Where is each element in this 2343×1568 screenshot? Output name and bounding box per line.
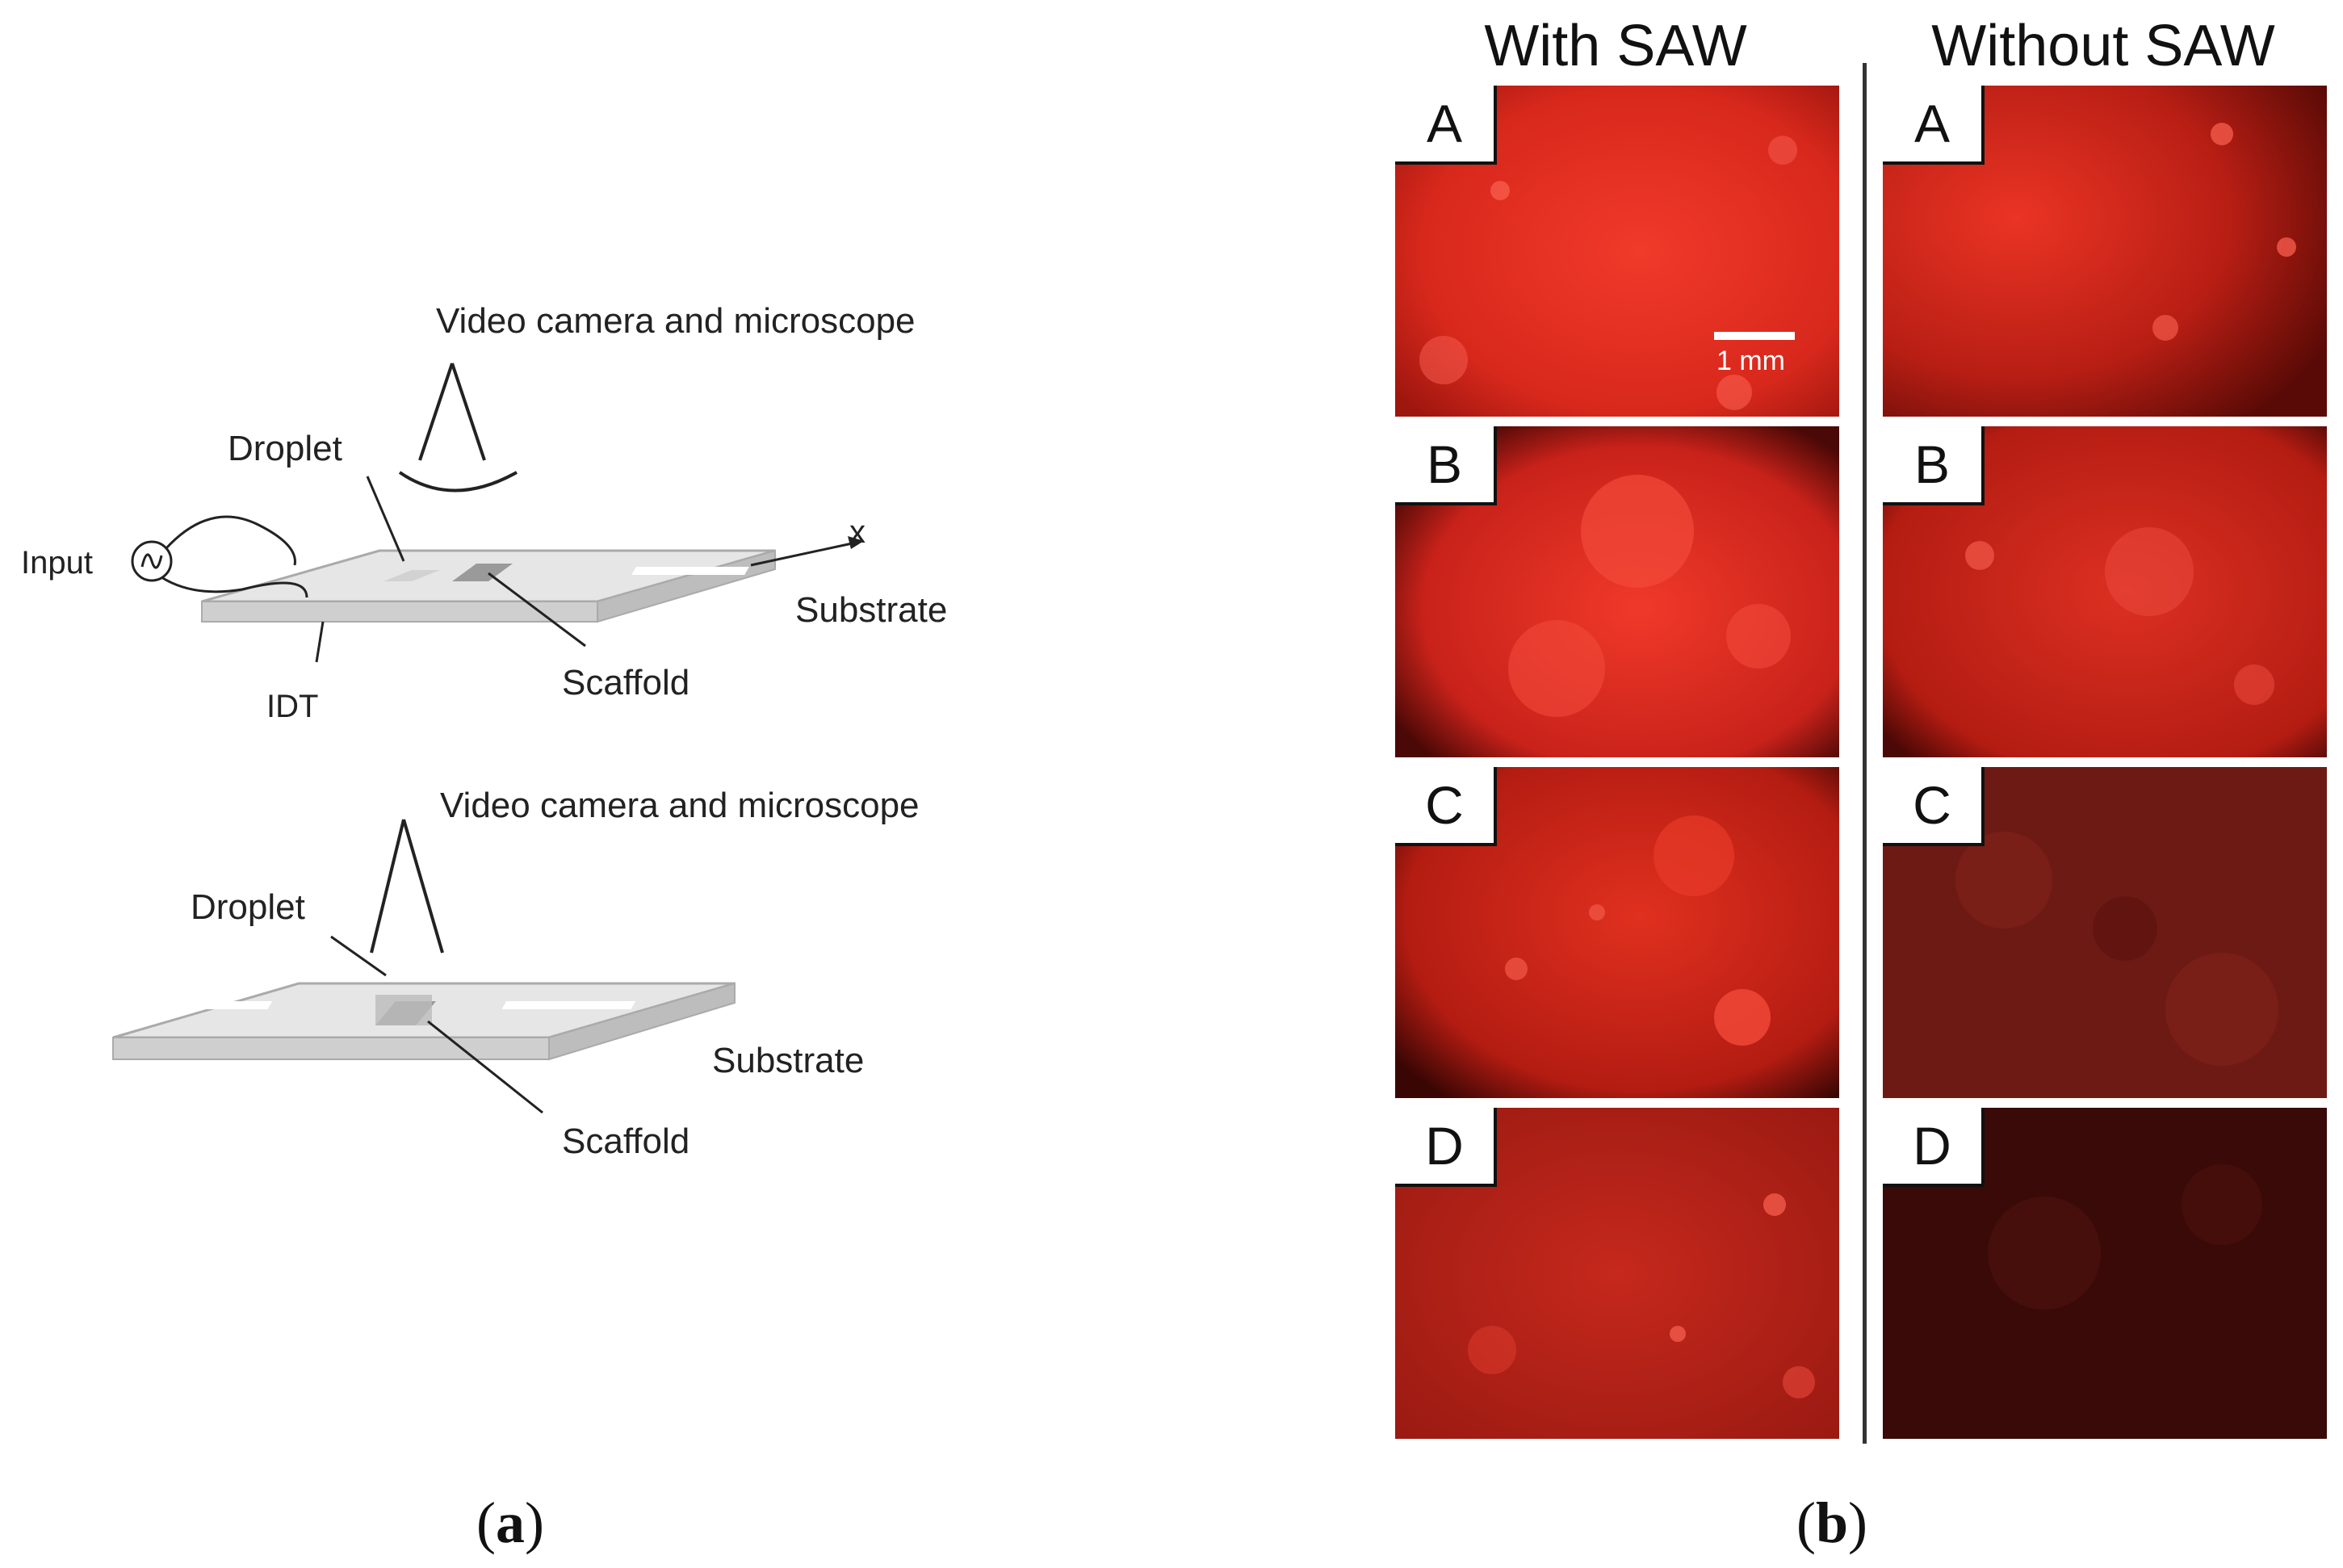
substrate-front-face-bottom — [112, 1037, 550, 1060]
droplet-label-top: Droplet — [228, 429, 342, 468]
idt-leader — [315, 621, 325, 663]
bottom-setup: Video camera and microscope Droplet Scaf… — [112, 786, 920, 1161]
scaffold-leader-top — [488, 572, 586, 648]
electrode-left-bottom — [138, 1001, 273, 1009]
panel-label: D — [1395, 1108, 1497, 1187]
scaffold-leader-bottom — [427, 1020, 543, 1114]
droplet-bottom — [375, 995, 432, 1025]
caption-a-letter: a — [495, 1490, 525, 1555]
idt-label: IDT — [266, 689, 318, 724]
droplet-leader-top — [366, 476, 405, 562]
panel-label: B — [1395, 426, 1497, 505]
x-axis-arrowhead — [848, 536, 864, 549]
caption-a-close: ) — [524, 1490, 544, 1555]
droplet-leader-bottom — [330, 935, 387, 977]
input-label: Input — [21, 545, 93, 581]
with-saw-panel-d: D — [1395, 1108, 1839, 1439]
input-wire-upper — [164, 515, 296, 566]
with-saw-panel-c: C — [1395, 767, 1839, 1098]
droplet-top — [384, 570, 440, 581]
without-saw-panel-c: C — [1883, 767, 2327, 1098]
caption-b: (b) — [1796, 1490, 1867, 1557]
scaffold-top — [452, 564, 513, 581]
without-saw-header: Without SAW — [1931, 14, 2275, 78]
x-axis-arrow — [750, 541, 857, 567]
camera-label-top: Video camera and microscope — [436, 301, 916, 341]
top-setup: Video camera and microscope x Input Drop… — [21, 301, 947, 724]
without-saw-panel-d: D — [1883, 1108, 2327, 1439]
camera-cone-top — [418, 363, 486, 461]
without-saw-panel-b: B — [1883, 426, 2327, 757]
panel-label: A — [1883, 86, 1985, 165]
input-source-icon — [131, 540, 173, 582]
electrode-right-bottom — [501, 1001, 636, 1009]
input-wire-lower — [161, 576, 308, 598]
panel-label: A — [1395, 86, 1497, 165]
sine-wave-icon — [140, 553, 163, 569]
caption-a: (a) — [476, 1490, 544, 1557]
scaffold-label-bottom: Scaffold — [562, 1121, 689, 1161]
substrate-side-face-bottom — [548, 982, 736, 1061]
substrate-label-top: Substrate — [795, 590, 947, 630]
scaffold-label-top: Scaffold — [562, 663, 689, 702]
schematic-diagram: Video camera and microscope x Input Drop… — [21, 301, 947, 1161]
idt-electrode-right — [631, 567, 749, 575]
with-saw-panel-a: A 1 mm — [1395, 86, 1839, 417]
scale-bar — [1714, 332, 1795, 340]
scale-bar-label: 1 mm — [1716, 346, 1785, 376]
caption-b-letter: b — [1815, 1490, 1849, 1555]
droplet-label-bottom: Droplet — [191, 887, 305, 927]
x-axis-label: x — [849, 514, 866, 550]
camera-label-bottom: Video camera and microscope — [440, 786, 920, 825]
substrate-label-bottom: Substrate — [712, 1041, 864, 1080]
caption-b-open: ( — [1796, 1490, 1816, 1555]
panel-label: B — [1883, 426, 1985, 505]
idt-electrode-left — [127, 567, 188, 575]
without-saw-panel-a: A — [1883, 86, 2327, 417]
with-saw-panel-b: B — [1395, 426, 1839, 757]
camera-lens-top — [398, 471, 518, 493]
caption-b-close: ) — [1848, 1490, 1868, 1555]
panel-label: C — [1883, 767, 1985, 846]
column-divider — [1863, 63, 1867, 1444]
panel-label: C — [1395, 767, 1497, 846]
panel-label: D — [1883, 1108, 1985, 1187]
camera-cone-bottom — [370, 819, 444, 954]
with-saw-header: With SAW — [1484, 14, 1747, 78]
caption-a-open: ( — [476, 1490, 496, 1555]
